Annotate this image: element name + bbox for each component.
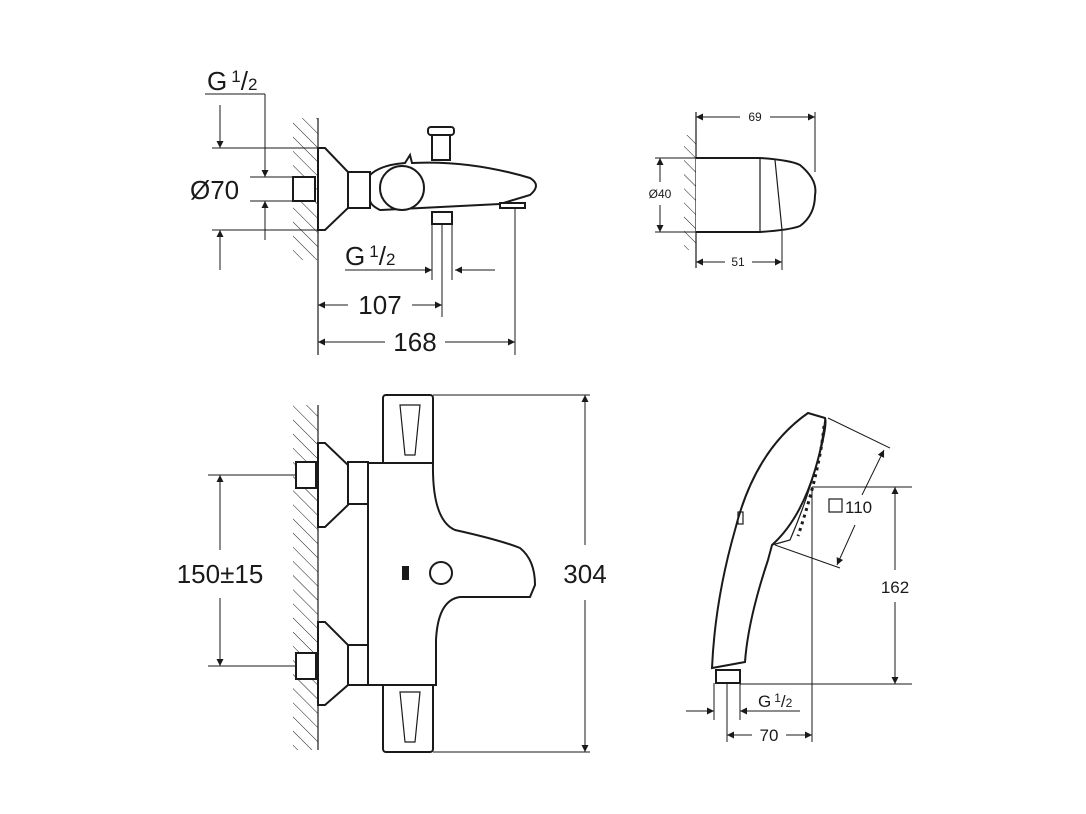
- dim-69: 69: [748, 110, 762, 124]
- dim-110: 110: [845, 498, 872, 517]
- handle-knob: [379, 165, 425, 211]
- wall-hatch: [684, 135, 696, 250]
- inlet-fitting: [292, 176, 316, 202]
- escutcheon: [317, 621, 349, 706]
- escutcheon: [317, 442, 349, 528]
- dim-304: 304: [563, 559, 606, 589]
- nut: [347, 644, 369, 686]
- inlet-fitting: [295, 652, 317, 680]
- svg-text:G1/2: G1/2: [345, 241, 395, 271]
- thread-numerator: 1: [231, 67, 240, 86]
- thread-denominator: 2: [248, 75, 257, 94]
- indicator: [402, 566, 409, 580]
- diverter-cap: [427, 126, 455, 136]
- outlet-connector: [431, 211, 453, 225]
- spout-outlet: [429, 561, 453, 585]
- thread-numerator: 1: [774, 691, 781, 705]
- dim-70: 70: [760, 726, 779, 745]
- spray-nozzles: [796, 425, 826, 537]
- thread-numerator: 1: [369, 242, 378, 261]
- inlet-fitting: [295, 461, 317, 489]
- front-view: 304 150±15: [177, 394, 607, 753]
- dim-162: 162: [881, 578, 909, 597]
- thread-label: G: [207, 66, 227, 96]
- spray-button[interactable]: [737, 511, 744, 525]
- shower-holder: [696, 157, 817, 233]
- square-icon: [828, 498, 843, 513]
- wall-hatch: [293, 405, 318, 750]
- holder-view: 69 Ø40 51: [649, 110, 817, 270]
- svg-text:G1/2: G1/2: [758, 691, 793, 711]
- svg-text:G1/2: G1/2: [207, 66, 257, 96]
- diverter-knob: [431, 134, 451, 161]
- nut: [347, 461, 369, 505]
- hand-shower: [710, 411, 827, 670]
- dim-168: 168: [393, 327, 436, 357]
- thread-slash: /: [241, 66, 249, 96]
- dim-inlet-spacing: 150±15: [177, 559, 264, 589]
- aerator: [499, 202, 526, 209]
- thread-slash: /: [379, 241, 387, 271]
- hose-connector: [715, 669, 741, 684]
- diameter-label: Ø70: [190, 175, 239, 205]
- thread-denominator: 2: [386, 250, 395, 269]
- dim-diameter-40: Ø40: [649, 187, 672, 201]
- nut: [347, 171, 371, 209]
- dim-107: 107: [358, 290, 401, 320]
- thread-denominator: 2: [786, 696, 793, 710]
- escutcheon: [317, 147, 349, 231]
- thread-label: G: [345, 241, 365, 271]
- thread-slash: /: [781, 692, 786, 711]
- dim-51: 51: [731, 255, 745, 269]
- thread-label: G: [758, 692, 771, 711]
